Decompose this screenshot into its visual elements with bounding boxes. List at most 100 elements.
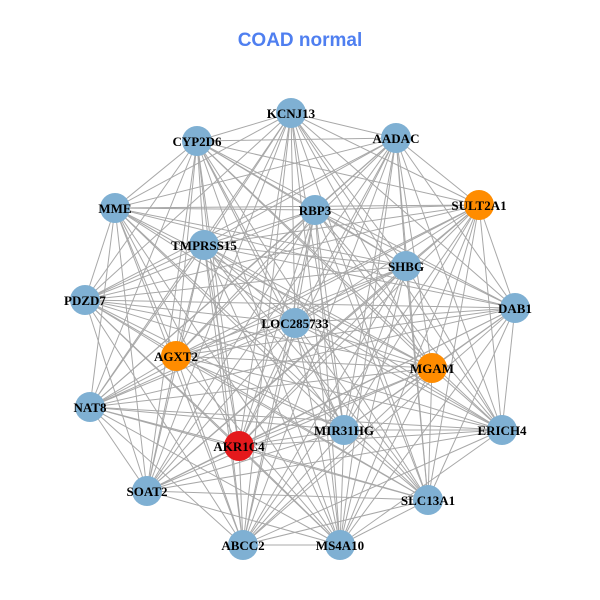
node-AGXT2[interactable]: AGXT2 <box>154 341 198 371</box>
node-MS4A10[interactable]: MS4A10 <box>316 530 364 560</box>
edges-layer <box>84 112 516 546</box>
edge-CYP2D6-SLC13A1 <box>196 140 429 501</box>
node-circle[interactable] <box>413 485 443 515</box>
node-label: RBP3 <box>299 203 332 218</box>
edge-TMPRSS15-PDZD7 <box>84 244 205 301</box>
node-circle[interactable] <box>228 530 258 560</box>
edge-SHBG-PDZD7 <box>84 265 407 301</box>
node-SHBG[interactable]: SHBG <box>388 251 424 281</box>
node-MGAM[interactable]: MGAM <box>410 353 454 383</box>
node-ABCC2[interactable]: ABCC2 <box>221 530 265 560</box>
edge-TMPRSS15-SHBG <box>203 244 407 267</box>
edge-PDZD7-ABCC2 <box>84 299 244 546</box>
edge-NAT8-ERICH4 <box>89 406 503 431</box>
edge-SHBG-MS4A10 <box>339 265 407 546</box>
node-NAT8[interactable]: NAT8 <box>74 392 107 422</box>
node-circle[interactable] <box>391 251 421 281</box>
edge-SULT2A1-RBP3 <box>314 204 480 211</box>
edge-TMPRSS15-MS4A10 <box>203 244 341 546</box>
edge-LOC285733-SOAT2 <box>146 322 296 492</box>
node-circle[interactable] <box>100 193 130 223</box>
edge-SULT2A1-MME <box>114 204 480 209</box>
node-RBP3[interactable]: RBP3 <box>299 195 332 225</box>
edge-RBP3-NAT8 <box>89 209 316 408</box>
edge-CYP2D6-MME <box>114 140 198 209</box>
node-circle[interactable] <box>464 190 494 220</box>
node-circle[interactable] <box>276 98 306 128</box>
node-circle[interactable] <box>500 293 530 323</box>
node-AADAC[interactable]: AADAC <box>373 123 420 153</box>
node-circle[interactable] <box>161 341 191 371</box>
edge-SHBG-LOC285733 <box>294 265 407 324</box>
node-circle[interactable] <box>417 353 447 383</box>
edge-MME-AKR1C4 <box>114 207 240 447</box>
edge-CYP2D6-TMPRSS15 <box>196 140 205 246</box>
edge-TMPRSS15-NAT8 <box>89 244 205 408</box>
edge-SULT2A1-PDZD7 <box>84 204 480 301</box>
edge-TMPRSS15-AKR1C4 <box>203 244 240 447</box>
edge-KCNJ13-MME <box>114 112 292 209</box>
node-DAB1[interactable]: DAB1 <box>498 293 532 323</box>
edge-MME-NAT8 <box>89 207 116 408</box>
node-CYP2D6[interactable]: CYP2D6 <box>172 126 222 156</box>
node-TMPRSS15[interactable]: TMPRSS15 <box>171 230 237 260</box>
node-SULT2A1[interactable]: SULT2A1 <box>451 190 507 220</box>
edge-CYP2D6-MIR31HG <box>196 140 345 431</box>
edge-SHBG-ABCC2 <box>242 265 407 546</box>
edge-AGXT2-SLC13A1 <box>175 355 429 501</box>
edge-AADAC-ERICH4 <box>395 137 503 431</box>
node-AKR1C4[interactable]: AKR1C4 <box>213 431 265 461</box>
edge-PDZD7-ERICH4 <box>84 299 503 431</box>
edge-KCNJ13-MGAM <box>290 112 433 369</box>
edge-LOC285733-SLC13A1 <box>294 322 429 501</box>
node-circle[interactable] <box>300 195 330 225</box>
edge-LOC285733-ERICH4 <box>294 322 503 431</box>
node-label: AADAC <box>373 131 420 146</box>
edge-KCNJ13-DAB1 <box>290 112 516 309</box>
node-KCNJ13[interactable]: KCNJ13 <box>267 98 316 128</box>
edge-LOC285733-MIR31HG <box>294 322 345 431</box>
node-SLC13A1[interactable]: SLC13A1 <box>401 485 455 515</box>
edge-MGAM-MS4A10 <box>339 367 433 546</box>
node-circle[interactable] <box>329 415 359 445</box>
edge-LOC285733-AKR1C4 <box>238 322 296 447</box>
edge-KCNJ13-NAT8 <box>89 112 292 408</box>
edge-DAB1-AGXT2 <box>175 307 516 357</box>
edge-MGAM-MIR31HG <box>343 367 433 431</box>
edge-NAT8-SLC13A1 <box>89 406 429 501</box>
node-circle[interactable] <box>189 230 219 260</box>
edge-DAB1-ABCC2 <box>242 307 516 546</box>
node-MME[interactable]: MME <box>98 193 132 223</box>
node-circle[interactable] <box>132 476 162 506</box>
node-circle[interactable] <box>487 415 517 445</box>
node-circle[interactable] <box>224 431 254 461</box>
edge-SULT2A1-DAB1 <box>478 204 516 309</box>
edge-LOC285733-AGXT2 <box>175 322 296 357</box>
edge-MGAM-NAT8 <box>89 367 433 408</box>
edge-SHBG-SLC13A1 <box>405 265 429 501</box>
edge-SLC13A1-MS4A10 <box>339 499 429 546</box>
edge-DAB1-SLC13A1 <box>427 307 516 501</box>
edge-MGAM-AKR1C4 <box>238 367 433 447</box>
node-circle[interactable] <box>182 126 212 156</box>
edge-DAB1-ERICH4 <box>501 307 516 431</box>
node-MIR31HG[interactable]: MIR31HG <box>314 415 374 445</box>
node-label: AGXT2 <box>154 349 198 364</box>
node-circle[interactable] <box>280 308 310 338</box>
node-ERICH4[interactable]: ERICH4 <box>477 415 527 445</box>
edge-RBP3-SOAT2 <box>146 209 316 492</box>
edge-PDZD7-DAB1 <box>84 299 516 309</box>
edge-SULT2A1-MIR31HG <box>343 204 480 431</box>
node-SOAT2[interactable]: SOAT2 <box>127 476 168 506</box>
node-circle[interactable] <box>381 123 411 153</box>
edge-MME-DAB1 <box>114 207 516 309</box>
node-label: SULT2A1 <box>451 198 506 213</box>
node-label: ABCC2 <box>221 538 264 553</box>
node-circle[interactable] <box>70 285 100 315</box>
node-PDZD7[interactable]: PDZD7 <box>64 285 106 315</box>
node-LOC285733[interactable]: LOC285733 <box>261 308 329 338</box>
edge-PDZD7-SOAT2 <box>84 299 148 492</box>
node-circle[interactable] <box>75 392 105 422</box>
node-circle[interactable] <box>325 530 355 560</box>
